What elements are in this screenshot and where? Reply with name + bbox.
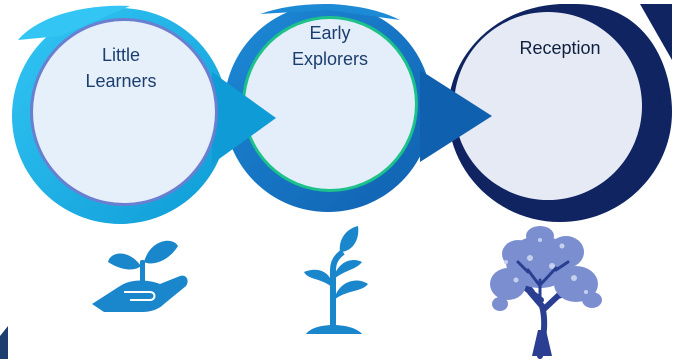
early-explorers-label: Early Explorers <box>291 23 369 69</box>
reception-label: Reception <box>519 38 601 58</box>
little-learners-label: Little Learners <box>85 45 157 91</box>
early-explorers-stage-shape <box>224 4 492 212</box>
little-learners-stage-shape <box>12 5 276 224</box>
edge-mark <box>0 326 8 359</box>
young-plant-icon <box>304 226 368 334</box>
seedling-in-hand-icon <box>92 240 188 312</box>
reception-stage-shape <box>448 4 672 222</box>
tree-icon <box>490 226 602 359</box>
